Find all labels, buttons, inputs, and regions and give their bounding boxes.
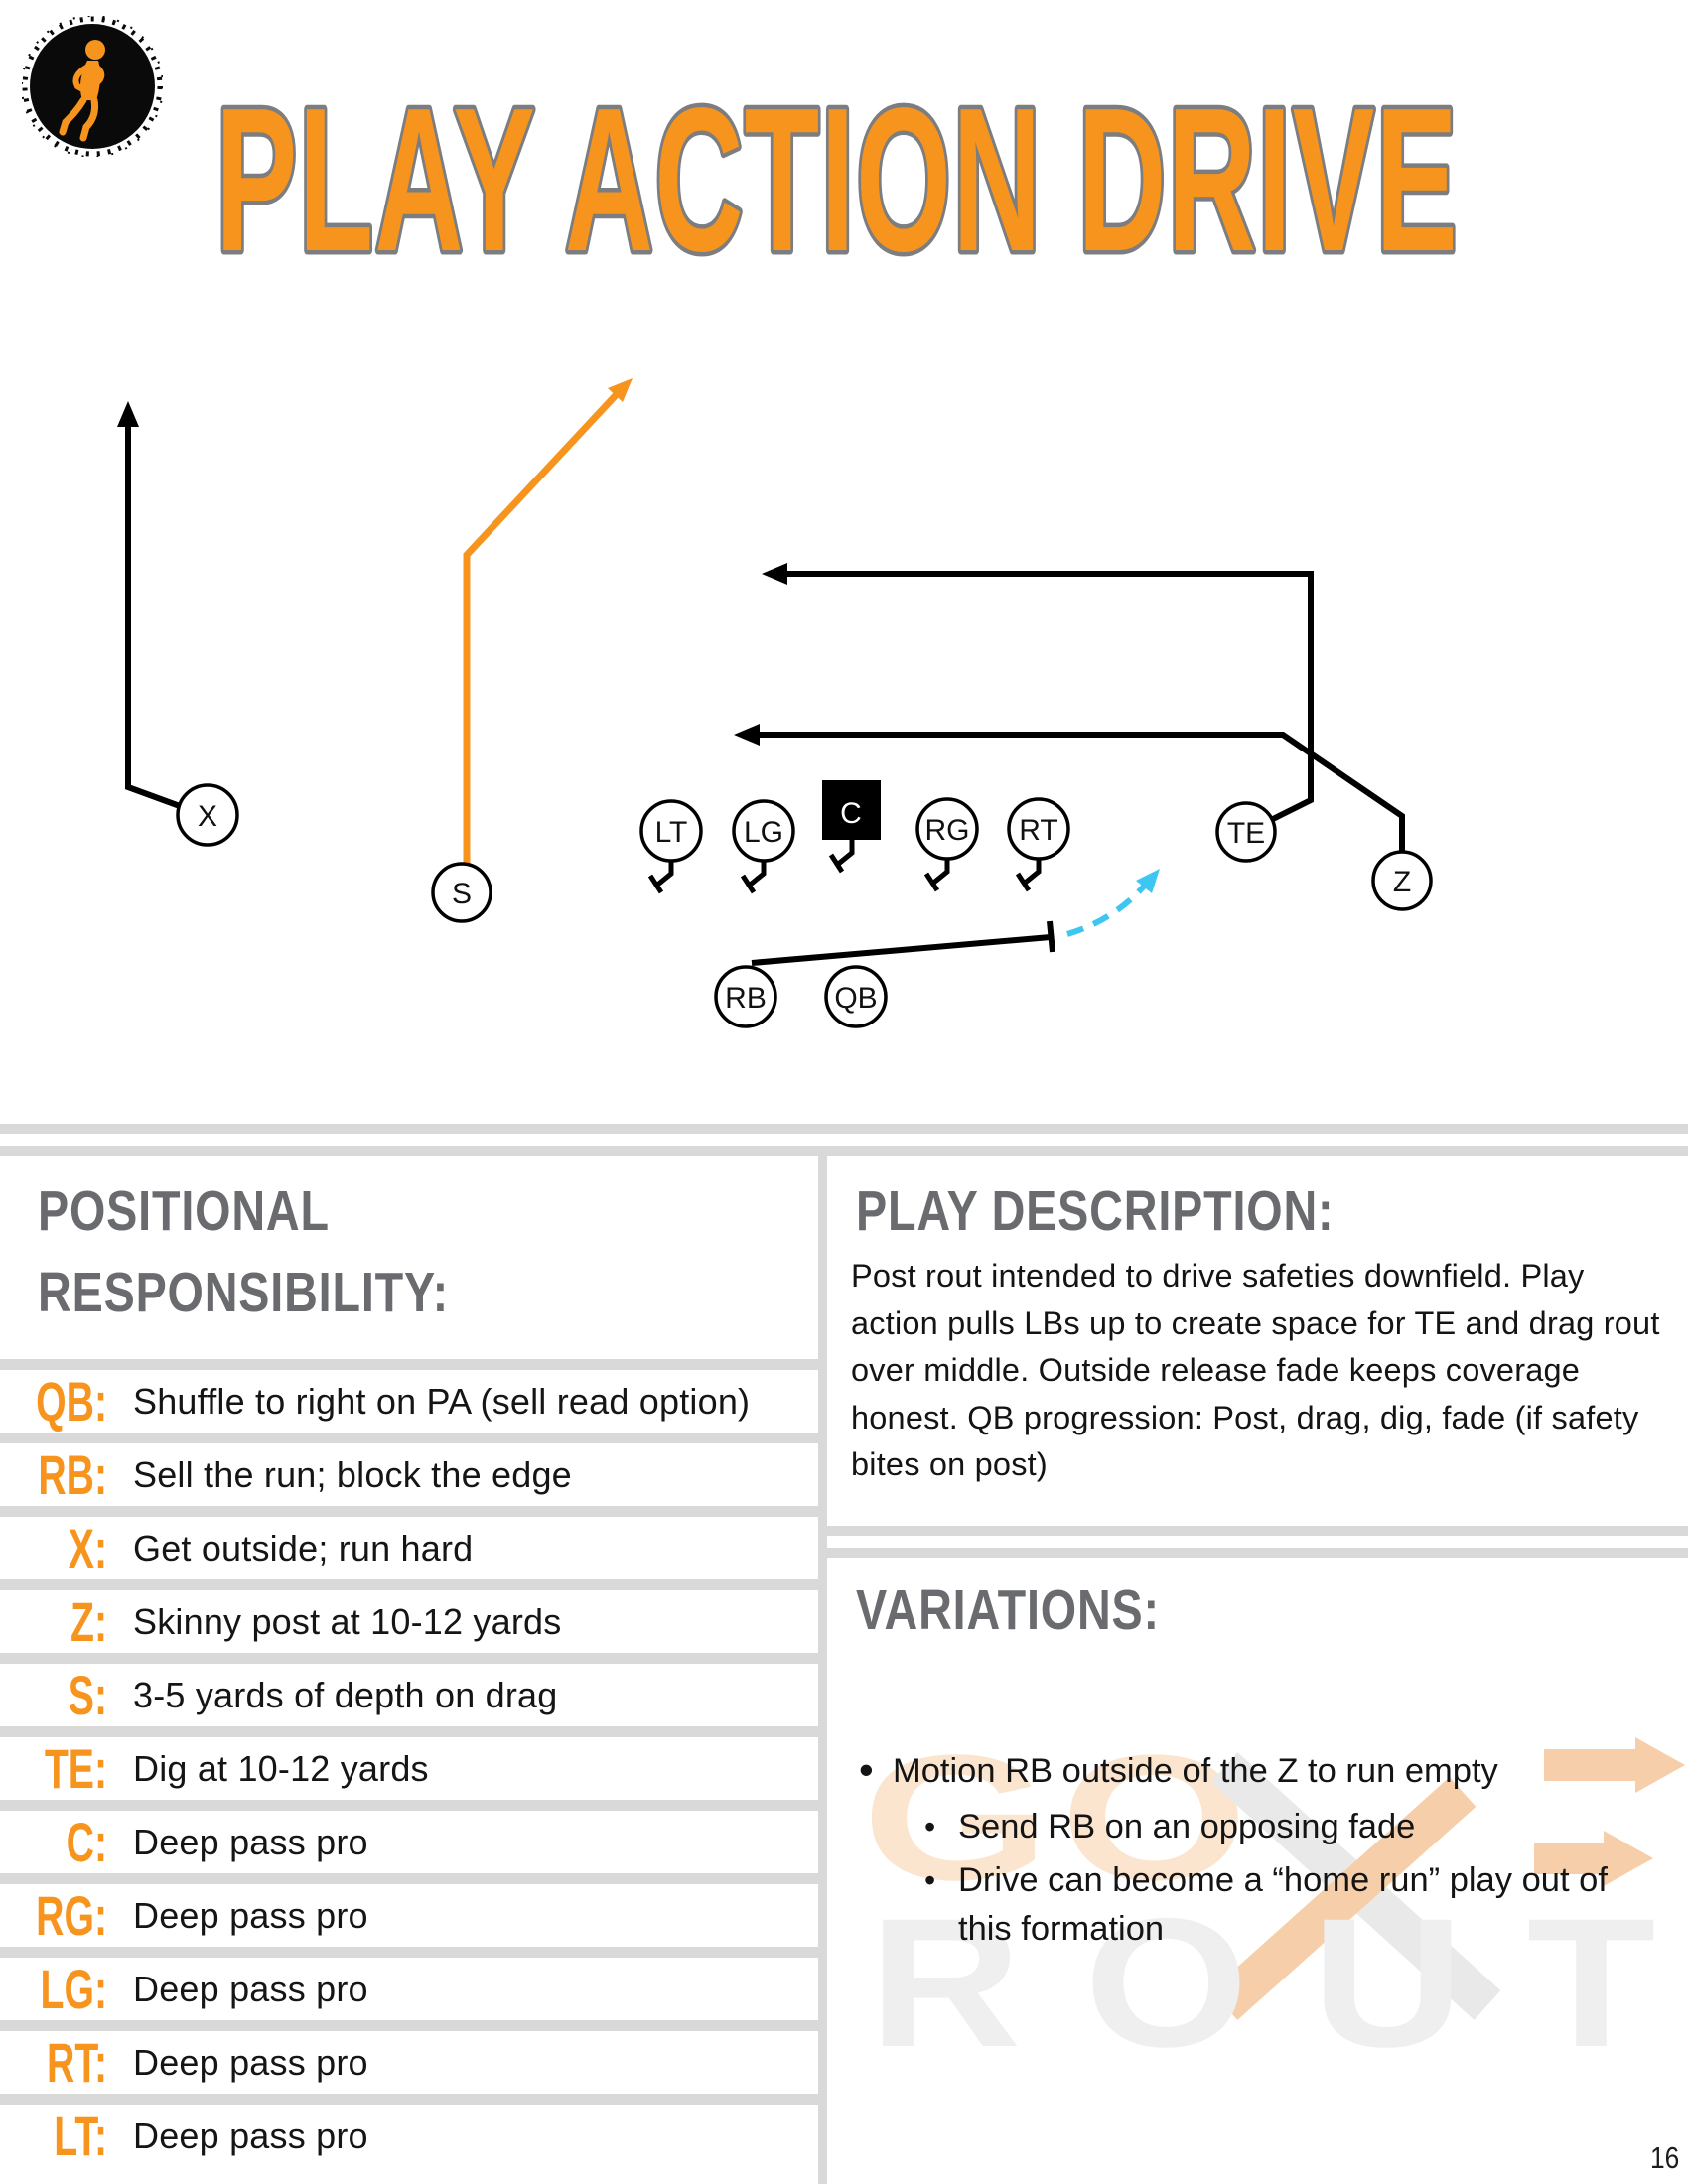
play-description-title: PLAY DESCRIPTION: [856,1179,1335,1243]
variations-title: VARIATIONS: [856,1578,1160,1642]
row-divider [0,1433,818,1443]
svg-text:RG: RG [925,814,970,847]
position-label: TE: [44,1737,107,1800]
row-divider [0,2020,818,2031]
position-text: Deep pass pro [133,1894,368,1936]
responsibility-row-qb: QB: Shuffle to right on PA (sell read op… [0,1370,818,1433]
responsibility-row-lg: LG: Deep pass pro [0,1958,818,2020]
player-rb: RB [714,965,777,1028]
row-divider [0,2094,818,2105]
player-rt: RT [1007,797,1070,861]
player-lg: LG [732,799,795,863]
responsibility-row-te: TE: Dig at 10-12 yards [0,1737,818,1800]
position-label: C: [66,1811,107,1873]
divider-right-2 [827,1548,1688,1558]
svg-text:C: C [840,797,862,830]
position-label: X: [68,1517,107,1579]
football-player-icon [59,40,105,142]
page-title: PLAY ACTION DRIVE [212,62,1462,297]
arrowhead-upright-icon [608,378,633,402]
responsibility-row-rt: RT: Deep pass pro [0,2031,818,2094]
position-text: Shuffle to right on PA (sell read option… [133,1380,751,1422]
position-label: RG: [36,1884,107,1947]
position-label: Z: [70,1590,107,1653]
position-label: LT: [54,2105,107,2167]
position-text: Deep pass pro [133,1968,368,2009]
position-label: LG: [40,1958,108,2020]
player-x: X [176,783,239,847]
row-divider [0,1800,818,1811]
qb-motion-dashed [1066,869,1160,937]
svg-text:LG: LG [744,816,783,849]
divider-right-1 [827,1526,1688,1536]
responsibility-row-s: S: 3-5 yards of depth on drag [0,1664,818,1726]
arrowhead-left-icon [734,724,760,746]
route-z-drag [734,724,1405,852]
arrowhead-up-icon [117,401,139,427]
responsibility-row-z: Z: Skinny post at 10-12 yards [0,1590,818,1653]
variation-sub-bullet: Send RB on an opposing fade [924,1803,1663,1851]
position-label: RB: [38,1443,107,1506]
page-number: 16 [1650,2140,1680,2175]
position-text: Deep pass pro [133,1821,368,1862]
row-divider [0,1653,818,1664]
position-text: Sell the run; block the edge [133,1453,572,1495]
row-divider [0,1579,818,1590]
pass-pro-symbols [647,840,1042,894]
svg-text:QB: QB [834,982,877,1015]
player-lt: LT [639,799,703,863]
player-qb: QB [824,965,888,1028]
brand-logo [22,16,163,157]
row-divider [0,1726,818,1737]
route-te-dig [762,563,1314,822]
player-c: C [822,780,881,840]
svg-text:RB: RB [725,982,767,1015]
svg-text:TE: TE [1227,817,1265,850]
position-text: 3-5 yards of depth on drag [133,1674,558,1715]
row-divider [0,1359,818,1370]
player-te: TE [1215,801,1277,863]
row-divider [0,1873,818,1884]
svg-text:X: X [198,800,217,833]
positional-title-line2: RESPONSIBILITY: [38,1261,449,1324]
variation-sub-bullet: Drive can become a “home run” play out o… [924,1856,1663,1954]
variations-list: Motion RB outside of the Z to run empty … [859,1745,1663,1959]
responsibility-row-c: C: Deep pass pro [0,1811,818,1873]
route-x [117,401,182,809]
position-label: RT: [47,2031,107,2094]
position-label: S: [68,1664,107,1726]
page-title-text: PLAY ACTION DRIVE [215,65,1459,293]
player-s: S [431,862,492,923]
row-divider [0,1947,818,1958]
position-text: Skinny post at 10-12 yards [133,1600,562,1642]
divider-top-1 [0,1124,1688,1134]
position-text: Deep pass pro [133,2041,368,2083]
divider-vertical [818,1156,827,2184]
position-text: Dig at 10-12 yards [133,1747,429,1789]
play-description-body: Post rout intended to drive safeties dow… [851,1258,1660,1482]
divider-top-2 [0,1146,1688,1156]
arrowhead-left-icon [762,563,787,585]
svg-text:RT: RT [1019,814,1057,847]
arrowhead-upright-icon [1136,869,1160,893]
responsibility-row-rb: RB: Sell the run; block the edge [0,1443,818,1506]
player-z: Z [1371,850,1433,911]
play-diagram: X S LT LG C RG [117,378,1433,1028]
rb-block-line [751,920,1055,966]
row-divider [0,1506,818,1517]
variation-bullet: Motion RB outside of the Z to run empty [859,1745,1663,1796]
svg-text:LT: LT [655,816,688,849]
position-text: Get outside; run hard [133,1527,474,1569]
route-s-post [463,378,633,864]
svg-text:S: S [452,878,472,910]
responsibility-row-lt: LT: Deep pass pro [0,2105,818,2167]
responsibility-row-x: X: Get outside; run hard [0,1517,818,1579]
position-label: QB: [36,1370,107,1433]
positional-title-line1: POSITIONAL [38,1179,330,1243]
position-text: Deep pass pro [133,2115,368,2156]
player-rg: RG [915,797,979,861]
svg-text:Z: Z [1393,866,1411,898]
responsibility-row-rg: RG: Deep pass pro [0,1884,818,1947]
